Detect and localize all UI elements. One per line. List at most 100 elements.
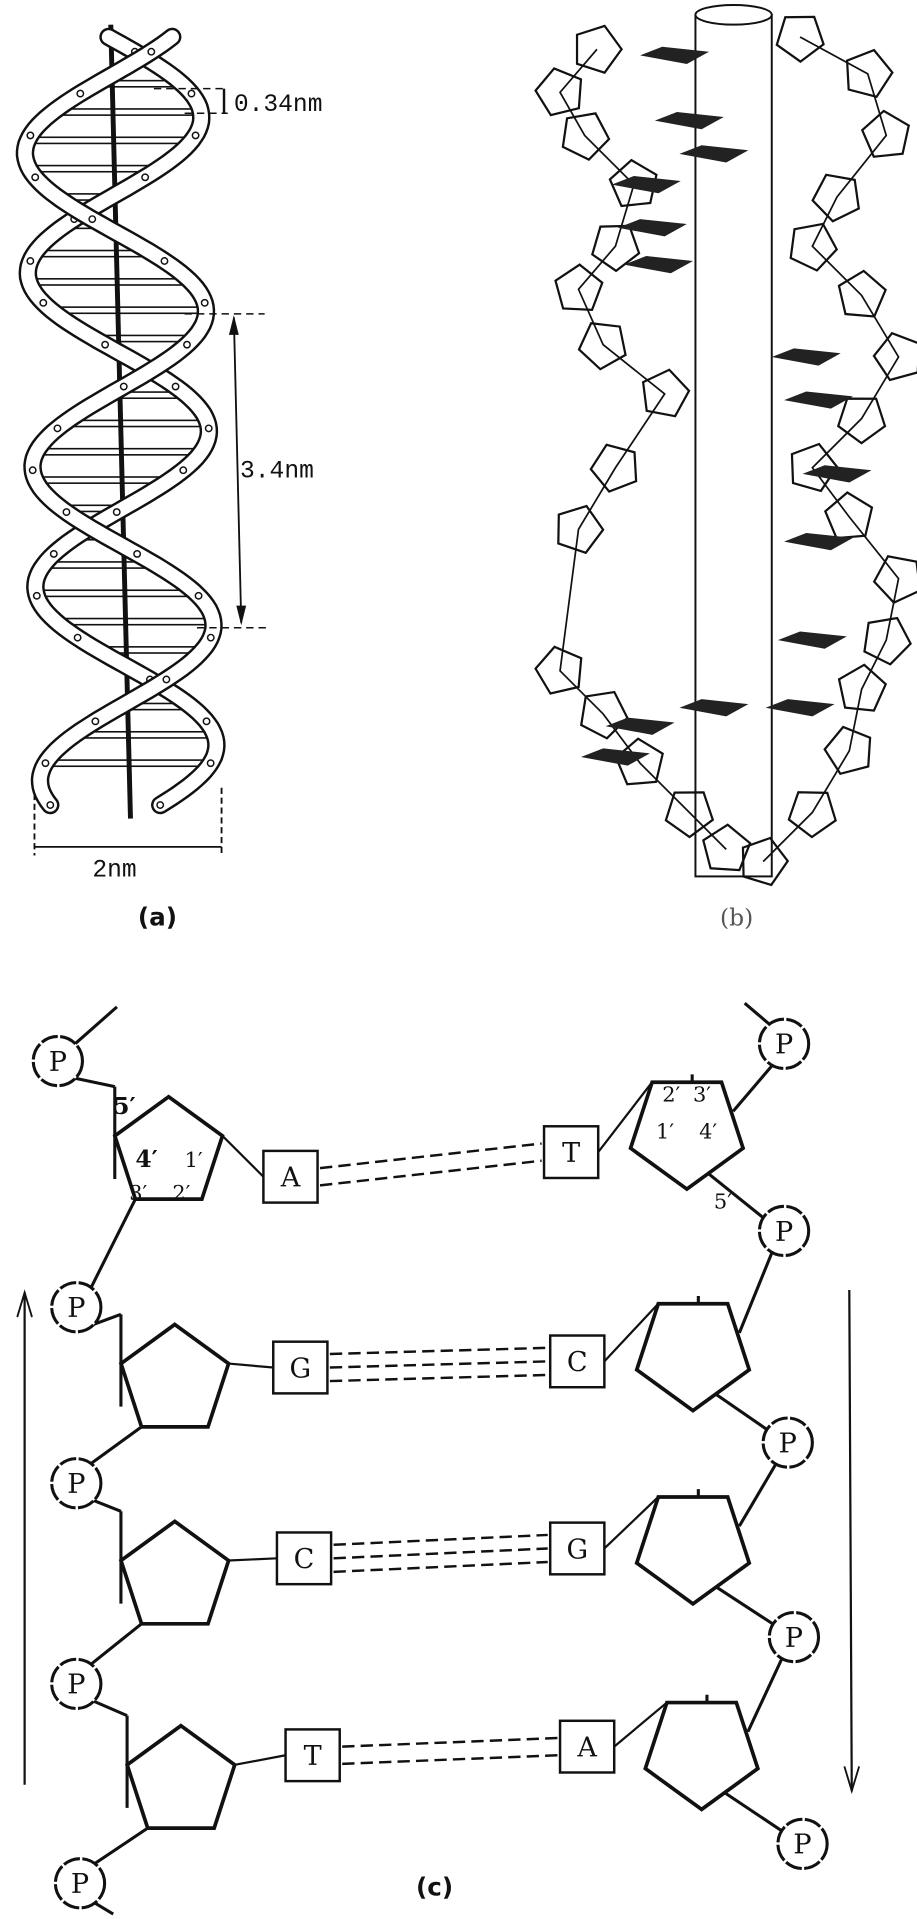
phosphate-label: P [775, 1217, 793, 1248]
sugar-phosphate-ring [775, 15, 825, 63]
phosphate-dot [101, 340, 110, 349]
width-dimension: 2nm [33, 787, 223, 884]
sugar-phosphate-ring [741, 836, 790, 887]
base-plate [624, 256, 693, 274]
sugar-phosphate-ring [589, 443, 638, 493]
phosphate-dot [49, 549, 58, 558]
hydrogen-bond [329, 1373, 548, 1383]
sugar-phosphate-ring [534, 67, 583, 117]
phosphate-dot [194, 591, 203, 600]
left-glycosidic-bond [228, 1362, 274, 1369]
left-base-4-label: T [304, 1741, 322, 1772]
sugar-phosphate-ring [787, 791, 837, 839]
left-backbone [90, 1425, 143, 1465]
right-base-1-label: T [562, 1138, 580, 1169]
base-plate [617, 219, 687, 237]
phosphate-dot [183, 340, 191, 349]
phosphate-left-3 [50, 1457, 103, 1510]
right-glycosidic-bond [603, 1496, 660, 1550]
left-glycosidic-bond [221, 1135, 265, 1178]
left-base-1-box [262, 1149, 319, 1204]
phosphate-dot [187, 89, 196, 98]
sugar-phosphate-ring [561, 112, 611, 162]
base-plate [771, 348, 841, 366]
right-deoxyribose-3 [634, 1495, 752, 1607]
hydrogen-bond [333, 1547, 548, 1560]
sugar-phosphate-ring [641, 368, 691, 418]
right-deoxyribose-2 [634, 1301, 752, 1413]
base-pair-rung [33, 164, 155, 173]
phosphate-dot [160, 257, 169, 265]
right-glycosidic-bond [613, 1701, 668, 1748]
sugar-phosphate-ring [591, 224, 641, 273]
phosphate-dot [204, 424, 213, 433]
phosphate-dot [171, 382, 180, 391]
base-plate [580, 748, 650, 766]
pitch-label: 3.4nm [240, 459, 314, 486]
right-backbone [737, 1252, 774, 1334]
phosphate-dot [147, 47, 156, 56]
left-base-2-label: G [290, 1353, 312, 1384]
phosphate-dot [62, 508, 71, 517]
strand-end [74, 1005, 118, 1045]
left-backbone [93, 1312, 122, 1326]
left-carbon-number: 5′ [113, 1092, 135, 1120]
left-carbon-number: 1′ [185, 1148, 203, 1172]
panel-c-caption: (c) [416, 1873, 453, 1902]
right-carbon-number: 4′ [699, 1120, 717, 1144]
sugar-phosphate-ring [823, 491, 874, 540]
sugar-phosphate-ring [702, 823, 752, 872]
rise-label: 0.34nm [234, 92, 323, 119]
base-pair-rung [60, 617, 210, 626]
hydrogen-bond [329, 1346, 548, 1356]
base-plate [679, 699, 749, 717]
phosphate-dot [76, 89, 85, 98]
strand-end [743, 1002, 771, 1026]
phosphate-dot [41, 759, 50, 768]
right-base-4-box [558, 1719, 616, 1774]
sugar-phosphate-ring [872, 331, 917, 382]
sugar-phosphate-ring [608, 158, 658, 208]
arrowhead-down [843, 1766, 861, 1795]
left-deoxyribose-3 [118, 1519, 231, 1626]
backbone-right [762, 36, 900, 863]
phosphate-dot [206, 633, 215, 642]
base-pair-rung [78, 730, 211, 739]
phosphate-label: P [67, 1293, 85, 1324]
right-carbon-number: 1′ [656, 1120, 674, 1144]
phosphate-dot [26, 131, 35, 140]
right-carbon-number: 2′ [662, 1083, 680, 1107]
base-plate [679, 145, 749, 163]
phosphate-right-1 [757, 1017, 811, 1070]
sugar-phosphate-ring [557, 504, 605, 555]
phosphate-dot [200, 298, 209, 307]
left-backbone [92, 1699, 128, 1718]
phosphate-dot [73, 633, 82, 642]
left-carbon-number: 3′ [129, 1181, 147, 1205]
phosphate-right-4 [767, 1610, 821, 1664]
panel-a-caption: (a) [138, 903, 177, 932]
phosphate-dot [179, 466, 188, 475]
hydrogen-bond [342, 1736, 558, 1748]
right-backbone [737, 1463, 777, 1527]
strand-2-ribbon [18, 30, 221, 812]
phosphate-label: P [49, 1047, 67, 1078]
helix-axis-cylinder [694, 13, 773, 878]
hydrogen-bond [333, 1533, 548, 1547]
phosphate-left-2 [50, 1281, 103, 1334]
right-glycosidic-bond [597, 1081, 653, 1153]
base-plate [611, 176, 681, 194]
base-plate [784, 391, 853, 409]
backbone-left [558, 48, 727, 850]
base-plate [605, 717, 675, 735]
right-carbon-number: 3′ [693, 1083, 711, 1107]
hydrogen-bond [333, 1560, 548, 1574]
phosphate-dot [28, 466, 37, 475]
hydrogen-bond [342, 1754, 558, 1766]
left-glycosidic-bond [228, 1557, 277, 1562]
right-backbone [746, 1658, 783, 1733]
sugar-phosphate-ring [860, 109, 911, 158]
base-pair-rung [57, 108, 197, 116]
right-base-2-box [548, 1334, 606, 1389]
